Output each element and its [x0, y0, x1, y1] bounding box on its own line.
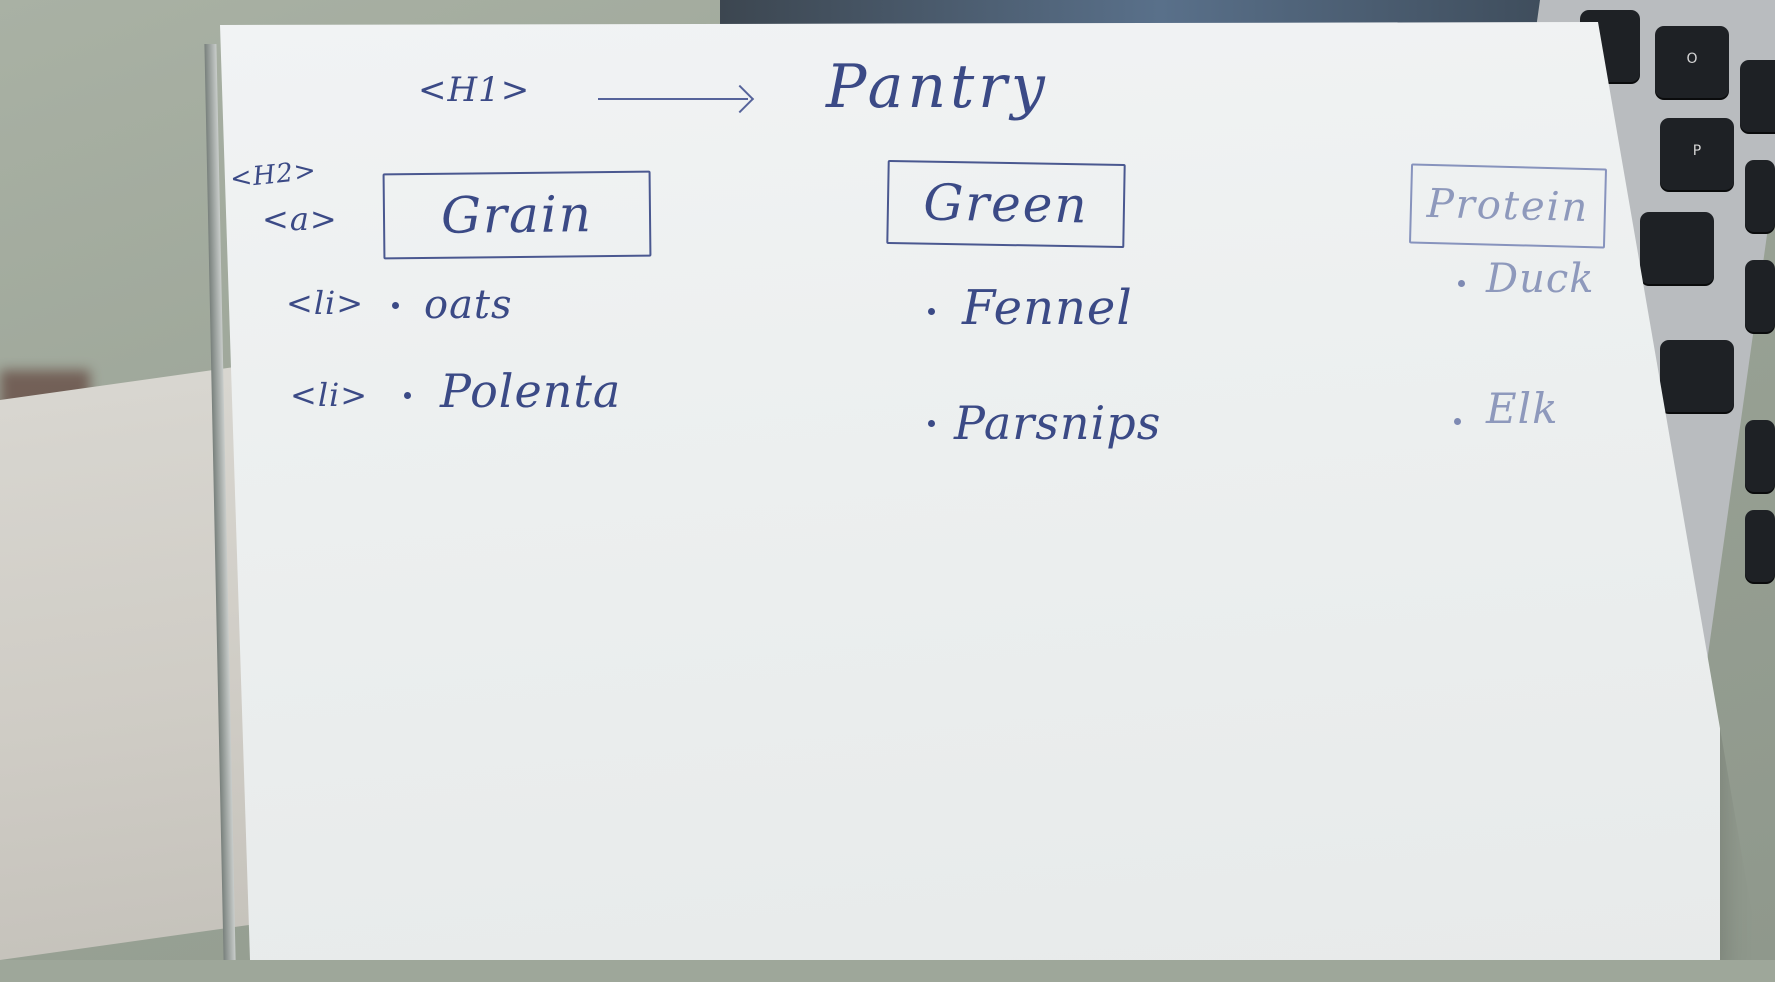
- bullet-icon: [392, 302, 399, 309]
- laptop-key-o: O: [1655, 26, 1729, 98]
- list-item: Fennel: [962, 280, 1133, 336]
- list-item: oats: [424, 282, 513, 328]
- category-heading: Protein: [1426, 180, 1590, 232]
- bullet-icon: [928, 420, 935, 427]
- category-link-protein[interactable]: Protein: [1408, 163, 1608, 249]
- list-item: Duck: [1486, 256, 1595, 302]
- laptop-key: [1745, 160, 1775, 232]
- laptop-key: [1745, 260, 1775, 332]
- list-item: Elk: [1486, 384, 1559, 433]
- category-heading: Grain: [440, 185, 594, 245]
- list-item: Polenta: [440, 364, 622, 418]
- category-link-green[interactable]: Green: [886, 159, 1126, 249]
- bullet-icon: [1458, 280, 1465, 287]
- li-annotation: <li>: [290, 376, 369, 414]
- category-heading: Green: [922, 173, 1090, 235]
- key-label-o: O: [1686, 51, 1698, 67]
- arrow-icon: [598, 98, 748, 100]
- h1-annotation: <H1>: [418, 70, 531, 110]
- laptop-key-p: P: [1660, 118, 1734, 190]
- laptop-key: [1745, 510, 1775, 582]
- li-annotation: <li>: [286, 284, 365, 322]
- paper-sheet: [220, 22, 1720, 960]
- bullet-icon: [1454, 418, 1461, 425]
- list-item: Parsnips: [954, 396, 1162, 450]
- page-title: Pantry: [826, 52, 1049, 122]
- bullet-icon: [928, 308, 935, 315]
- laptop-key: [1745, 420, 1775, 492]
- key-label-p: P: [1692, 143, 1702, 159]
- laptop-key: [1660, 340, 1734, 412]
- bullet-icon: [404, 392, 411, 399]
- laptop-key: [1740, 60, 1775, 132]
- category-link-grain[interactable]: Grain: [382, 170, 652, 260]
- laptop-key: [1640, 212, 1714, 284]
- link-annotation: <a>: [262, 200, 338, 238]
